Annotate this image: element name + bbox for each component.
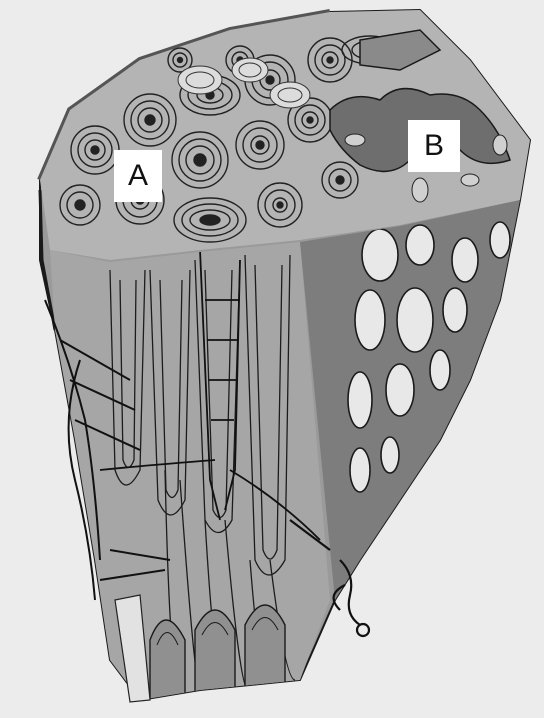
label-a: A — [114, 150, 162, 202]
compact-bone-longitudinal-section — [40, 240, 340, 710]
label-b: B — [408, 120, 460, 172]
